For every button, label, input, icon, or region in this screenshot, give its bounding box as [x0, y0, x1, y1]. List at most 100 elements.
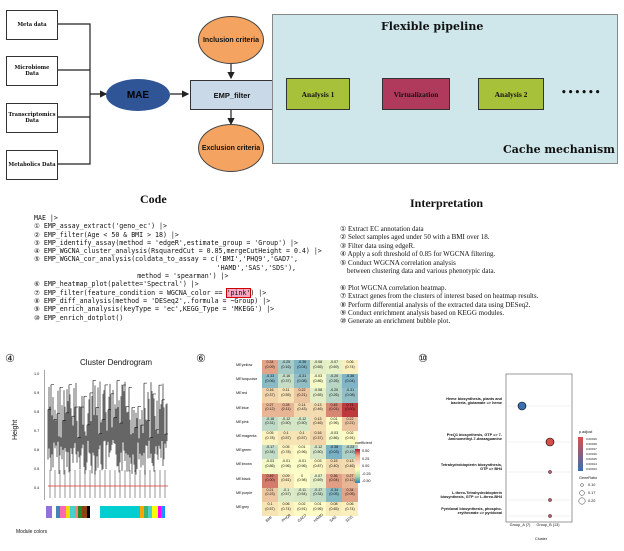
bubble-point [545, 437, 555, 447]
cell-coefficient: -0.03 [265, 459, 275, 464]
heatmap-cell: 0.27(0.12) [342, 473, 358, 488]
cell-coefficient: 0.14 [298, 402, 306, 407]
heatmap-row-label: MEred [236, 391, 248, 396]
cell-pvalue: (0.74) [345, 364, 355, 369]
inclusion-criteria-oval: Inclusion criteria [198, 16, 264, 64]
cell-pvalue: (0.57) [265, 506, 275, 511]
cell-coefficient: 0.34 [266, 360, 274, 364]
exclusion-criteria-oval: Exclusion criteria [198, 124, 264, 172]
heatmap-cell: 0.1(0.57) [278, 431, 294, 446]
heatmap-cell: -0.01(0.96) [294, 459, 310, 474]
dendrogram-ytick: 0.8 [34, 410, 40, 414]
heatmap-cell: -0.1(0.57) [278, 487, 294, 502]
term-label: L-threo-Tetrahydrobiopterin biosynthesis… [440, 491, 502, 500]
heatmap-cell: 0.34(0.05) [342, 487, 358, 502]
heatmap-cell: -0.03(0.86) [326, 431, 342, 446]
heatmap-cell: -0.12(0.50) [278, 416, 294, 431]
module-color-bar [52, 506, 56, 518]
virtualization-box: Virtualization [382, 78, 450, 110]
heatmap-cell: 0.16(0.37) [262, 388, 278, 403]
cell-coefficient: 0.1 [283, 431, 289, 435]
cell-coefficient: -0.12 [313, 445, 323, 450]
cell-pvalue: (0.54) [297, 492, 307, 497]
heatmap-cell: -0.20(0.26) [326, 388, 342, 403]
heatmap-row-label: MEgrey [236, 505, 250, 509]
cell-coefficient: -0.20 [329, 374, 339, 379]
code-line: ⑨ EMP_enrich_analysis(keyType = 'ec',KEG… [34, 305, 275, 314]
heatmap-cell: 0.13(0.46) [310, 416, 326, 431]
interpretation-line: ⑩ Generate an enrichment bubble plot. [340, 317, 451, 326]
heatmap-cell: 0.01(0.96) [326, 416, 342, 431]
heatmap-row-label: MEturquoise [236, 377, 258, 382]
cell-pvalue: (0.96) [313, 506, 323, 511]
cell-pvalue: (0.61) [281, 478, 291, 483]
code-line: ① EMP_assay_extract('geno_ec') |> [34, 222, 167, 231]
cell-coefficient: -0.17 [313, 487, 323, 492]
bubble-xlabel: Cluster [535, 537, 548, 541]
cell-pvalue: (0.91) [297, 506, 307, 511]
cell-pvalue: (0.40) [329, 463, 339, 468]
generatio-legend-circle [579, 490, 585, 496]
heatmap-cell: 0.08(0.65) [326, 502, 342, 517]
cell-pvalue: (0.69) [313, 478, 323, 483]
cell-coefficient: 0.16 [314, 431, 322, 435]
heatmap-legend-title: coefficient [355, 441, 373, 445]
heatmap-cell: -0.03(0.86) [262, 459, 278, 474]
generatio-tick: 0.10 [588, 483, 596, 487]
heatmap-cell: -0.03(0.86) [310, 374, 326, 389]
heatmap-cell: -0.11(0.54) [294, 487, 310, 502]
padj-tick: 0.00017 [586, 447, 597, 451]
cell-pvalue: (0.65) [313, 392, 323, 397]
cell-pvalue: (0.86) [265, 463, 275, 468]
doc-microbiome-data: Microbiome Data [6, 56, 58, 86]
cell-coefficient: 0.06 [282, 502, 290, 506]
cell-pvalue: (0.26) [329, 378, 339, 383]
cell-pvalue: (0.46) [313, 407, 323, 412]
cell-coefficient: 0.28 [282, 402, 290, 407]
code-line: 'HAMD','SAS','SDS'), [34, 263, 297, 272]
interpretation-line: ③ Filter data using edgeR. [340, 241, 415, 250]
padj-tick: 0.00019 [586, 437, 597, 441]
panel-4-number: ④ [5, 352, 15, 365]
heatmap-col-label: BMI [265, 515, 273, 524]
cell-coefficient: 0.36 [330, 473, 338, 478]
bubble-point [548, 470, 552, 474]
module-color-bar [78, 506, 82, 518]
module-color-bar [70, 506, 75, 518]
cell-coefficient: -0.12 [281, 416, 291, 421]
heatmap-cell: -0.20(0.26) [326, 374, 342, 389]
cell-pvalue: (0.00) [345, 407, 355, 412]
cell-pvalue: (0.00) [265, 478, 275, 483]
cell-coefficient: -0.01 [297, 459, 307, 464]
module-color-bar [148, 506, 152, 518]
dendrogram-ylabel: Height [12, 419, 19, 440]
generatio-tick: 0.20 [588, 499, 596, 503]
heatmap-cell: 0.13(0.46) [310, 402, 326, 417]
heatmap-cell: 0.1(0.57) [294, 431, 310, 446]
heatmap-cell: 0.06(0.74) [278, 502, 294, 517]
heatmap-cell: -0.16(0.37) [278, 374, 294, 389]
padj-tick: 0.00015 [586, 457, 597, 461]
panel-10-number: ⑩ [418, 352, 428, 365]
dendrogram-plot [44, 370, 168, 518]
heatmap-cell: 0.36(0.04) [326, 473, 342, 488]
group-label: Group_B (13) [536, 523, 560, 527]
cell-coefficient: -0.20 [329, 388, 339, 393]
cell-coefficient: 0.1 [299, 431, 305, 435]
module-color-bar [46, 506, 52, 518]
heatmap-row-label: MEmagenta [236, 434, 257, 438]
cell-coefficient: -0.08 [313, 360, 323, 364]
cell-coefficient: -0.38 [329, 445, 339, 450]
heatmap-cell: 0(0.98) [294, 473, 310, 488]
cell-coefficient: -0.17 [265, 445, 275, 450]
cell-coefficient: 0.15 [330, 459, 338, 464]
cell-pvalue: (0.26) [329, 392, 339, 397]
cell-pvalue: (0.96) [297, 463, 307, 468]
heatmap-cell: 0.15(0.40) [326, 459, 342, 474]
cell-coefficient: 0.09 [282, 473, 290, 478]
cell-pvalue: (0.09) [265, 364, 275, 369]
cell-coefficient: 0.02 [298, 502, 306, 506]
cell-coefficient: -0.23 [345, 445, 355, 450]
heatmap-col-label: SAS [329, 515, 338, 524]
heatmap-cell: 0.05(0.78) [262, 431, 278, 446]
